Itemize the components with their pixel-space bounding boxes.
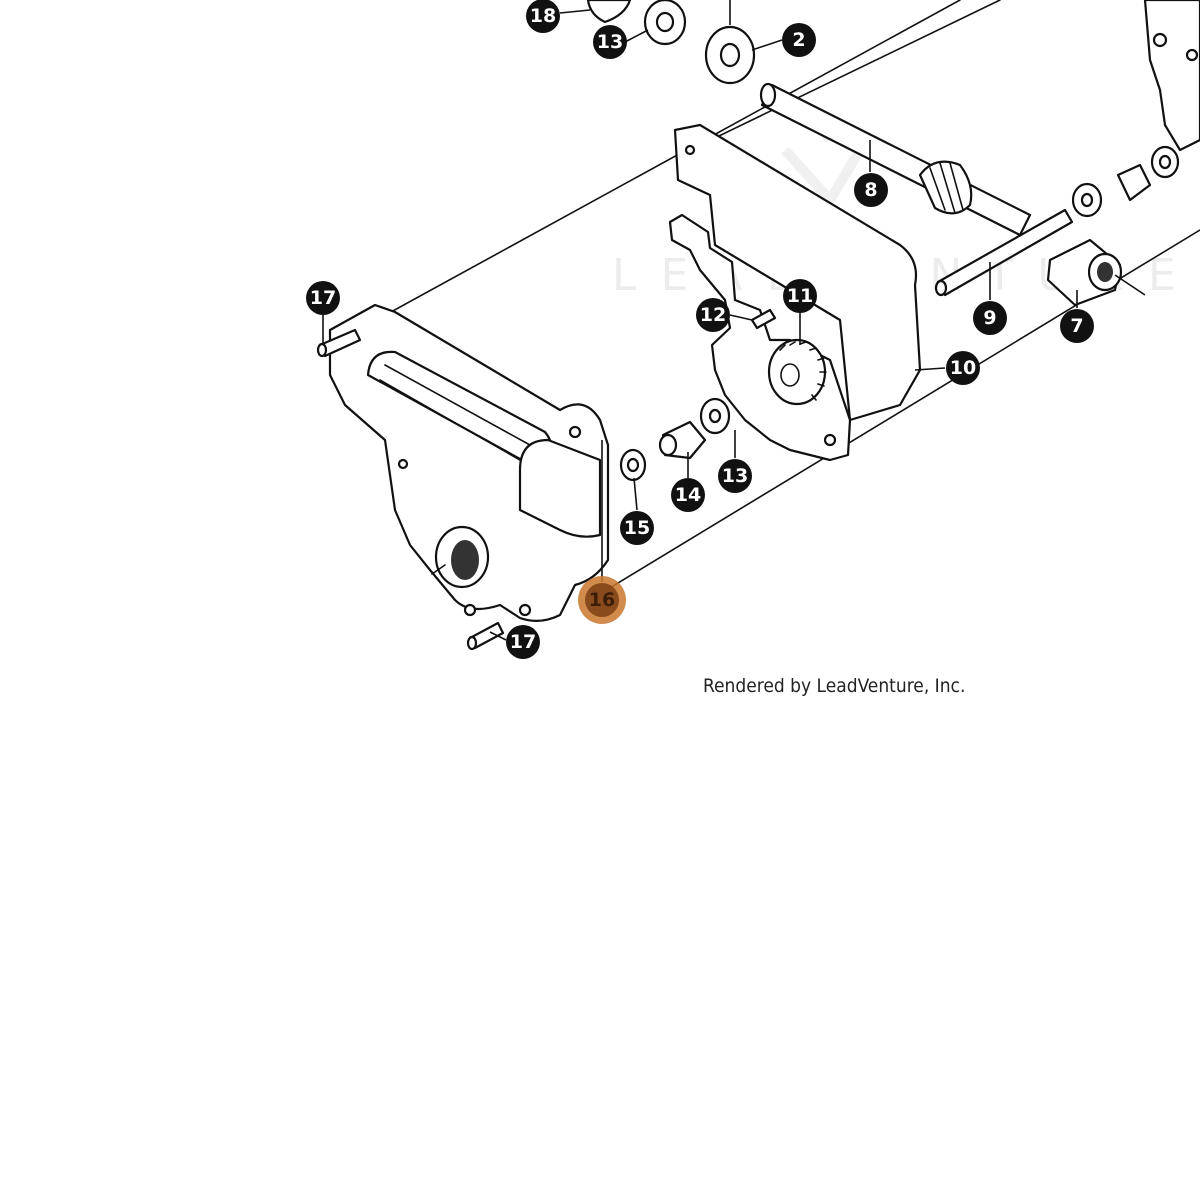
callout-13-mid[interactable]: 13 (718, 459, 752, 493)
callout-2-label: 2 (792, 29, 805, 51)
callout-18[interactable]: 18 (526, 0, 560, 33)
callout-18-label: 18 (530, 5, 556, 27)
callout-17-bottom-label: 17 (510, 631, 536, 653)
callout-15[interactable]: 15 (620, 511, 654, 545)
callout-16-highlighted[interactable]: 16 (578, 576, 626, 624)
gear-housing-part (328, 303, 610, 622)
callout-13-top[interactable]: 13 (593, 25, 627, 59)
callout-17-top-label: 17 (310, 287, 336, 309)
callout-10-label: 10 (950, 357, 976, 379)
callout-13-top-label: 13 (597, 31, 623, 53)
callout-17-bottom[interactable]: 17 (506, 625, 540, 659)
callout-8-label: 8 (864, 179, 877, 201)
callout-14[interactable]: 14 (671, 478, 705, 512)
leader-lines (322, 0, 1146, 641)
callout-11[interactable]: 11 (783, 279, 817, 313)
callout-11-label: 11 (787, 285, 813, 307)
washer-parts-right (1071, 145, 1180, 218)
small-parts (619, 308, 777, 482)
callout-9-label: 9 (983, 307, 996, 329)
bushing-part (1046, 238, 1123, 307)
callout-8[interactable]: 8 (854, 173, 888, 207)
pin-part (934, 208, 1074, 297)
bolt-parts (316, 328, 505, 651)
spur-gear-part (767, 338, 827, 406)
callout-15-label: 15 (624, 517, 650, 539)
callout-16-label: 16 (589, 589, 615, 611)
callout-13-mid-label: 13 (722, 465, 748, 487)
callout-7[interactable]: 7 (1060, 309, 1094, 343)
right-casing-part (1143, 0, 1200, 152)
render-credit: Rendered by LeadVenture, Inc. (703, 675, 965, 697)
top-washers (586, 0, 756, 85)
callout-10[interactable]: 10 (946, 351, 980, 385)
callout-7-label: 7 (1070, 315, 1083, 337)
worm-shaft-part (759, 82, 1032, 237)
gasket-part (673, 123, 922, 422)
callout-12-label: 12 (700, 304, 726, 326)
callout-14-label: 14 (675, 484, 701, 506)
callout-17-top[interactable]: 17 (306, 281, 340, 315)
callout-12[interactable]: 12 (696, 298, 730, 332)
callout-9[interactable]: 9 (973, 301, 1007, 335)
callout-2[interactable]: 2 (782, 23, 816, 57)
